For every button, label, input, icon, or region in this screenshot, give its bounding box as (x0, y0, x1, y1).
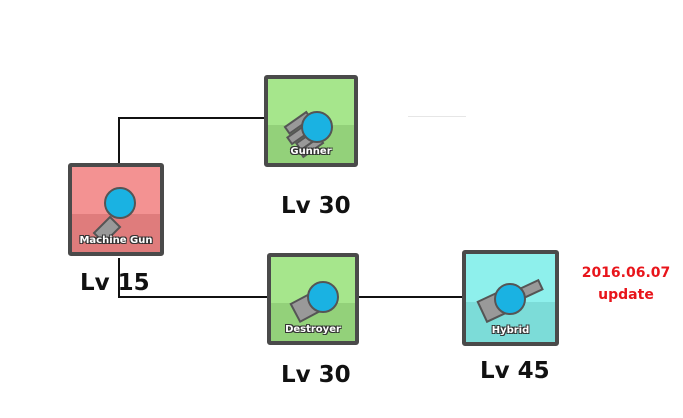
connector-to-gunner (118, 117, 273, 119)
update-date: 2016.06.07 (581, 265, 671, 281)
tile-name-label: Hybrid (491, 325, 530, 336)
update-label: update (598, 287, 654, 303)
hybrid-tank-icon (476, 278, 544, 324)
machine-gun-level: Lv 15 (80, 270, 150, 296)
tile-name-label: Machine Gun (79, 235, 153, 246)
faint-divider (408, 116, 466, 117)
connector-mg-down (118, 258, 120, 298)
machine-gun-tile[interactable]: Machine Gun (68, 163, 164, 256)
gunner-level: Lv 30 (281, 193, 351, 219)
destroyer-level: Lv 30 (281, 362, 351, 388)
connector-destroyer-hybrid (356, 296, 464, 298)
connector-to-destroyer (118, 296, 270, 298)
machine-gun-tank-icon (92, 187, 136, 245)
tile-background-lower (72, 213, 160, 252)
hybrid-level: Lv 45 (480, 358, 550, 384)
destroyer-tank-icon (289, 281, 339, 324)
gunner-tank-icon (283, 110, 333, 159)
tile-name-label: Destroyer (285, 324, 341, 335)
gunner-tile[interactable]: Gunner (264, 75, 358, 167)
update-note: 2016.06.07 update (578, 262, 674, 306)
hybrid-tile[interactable]: Hybrid (462, 250, 559, 346)
destroyer-tile[interactable]: Destroyer (267, 253, 359, 345)
connector-mg-up (118, 117, 120, 163)
tile-name-label: Gunner (290, 146, 332, 157)
